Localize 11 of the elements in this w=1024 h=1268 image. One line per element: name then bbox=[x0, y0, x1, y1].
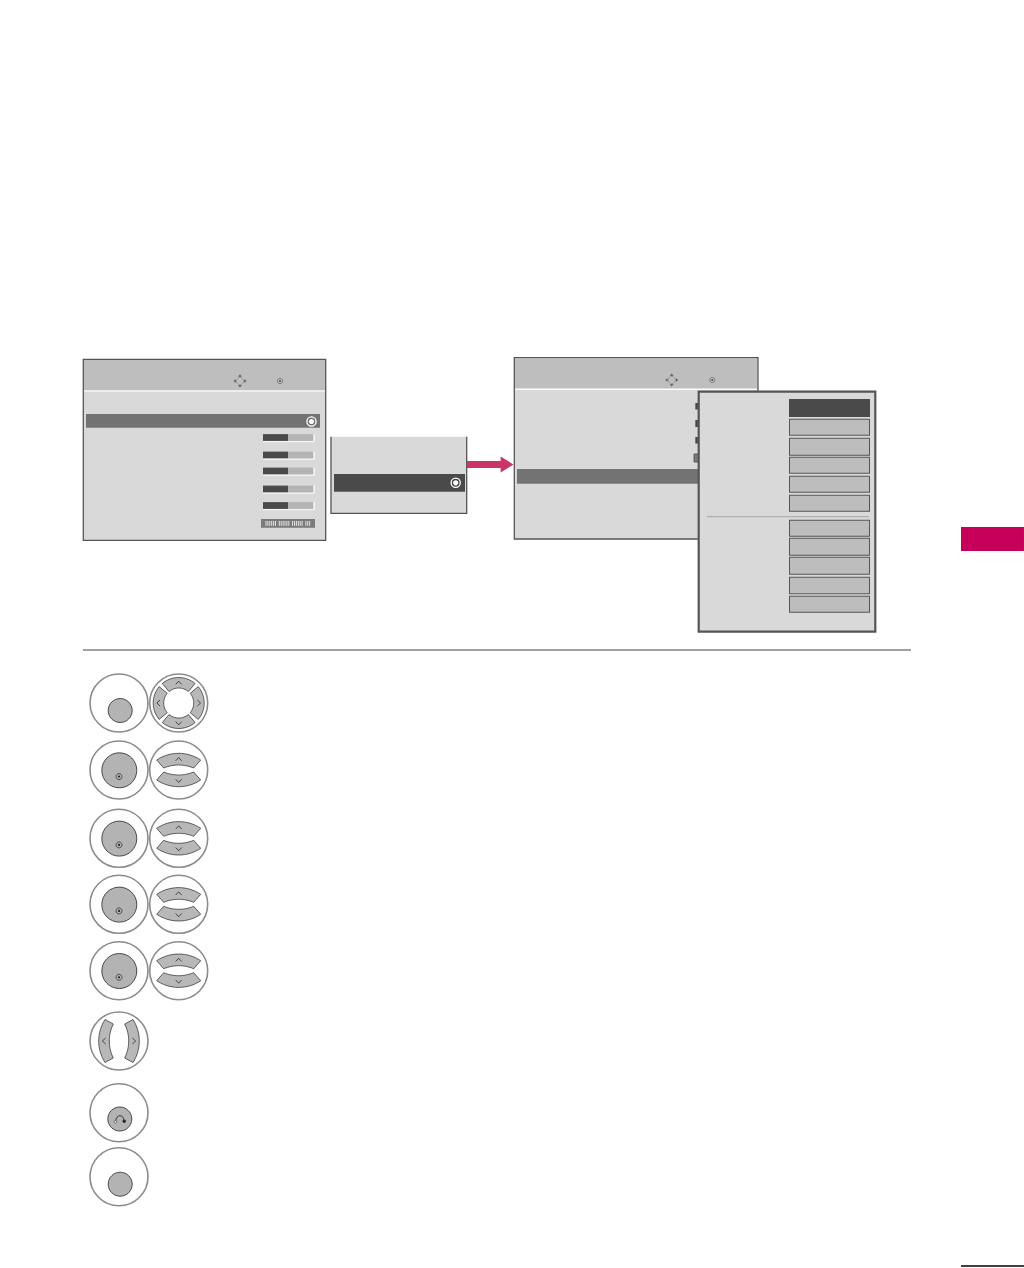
option-bar bbox=[789, 456, 870, 474]
option-bar bbox=[789, 437, 870, 456]
option-bar bbox=[789, 537, 870, 556]
option-bar bbox=[789, 519, 870, 537]
option-bar bbox=[789, 475, 870, 493]
selected-option-bar bbox=[789, 399, 870, 417]
option-bar bbox=[789, 576, 870, 595]
option-bar bbox=[789, 494, 870, 512]
option-bar bbox=[789, 595, 870, 613]
option-bar bbox=[789, 556, 870, 575]
option-bar bbox=[789, 418, 870, 436]
